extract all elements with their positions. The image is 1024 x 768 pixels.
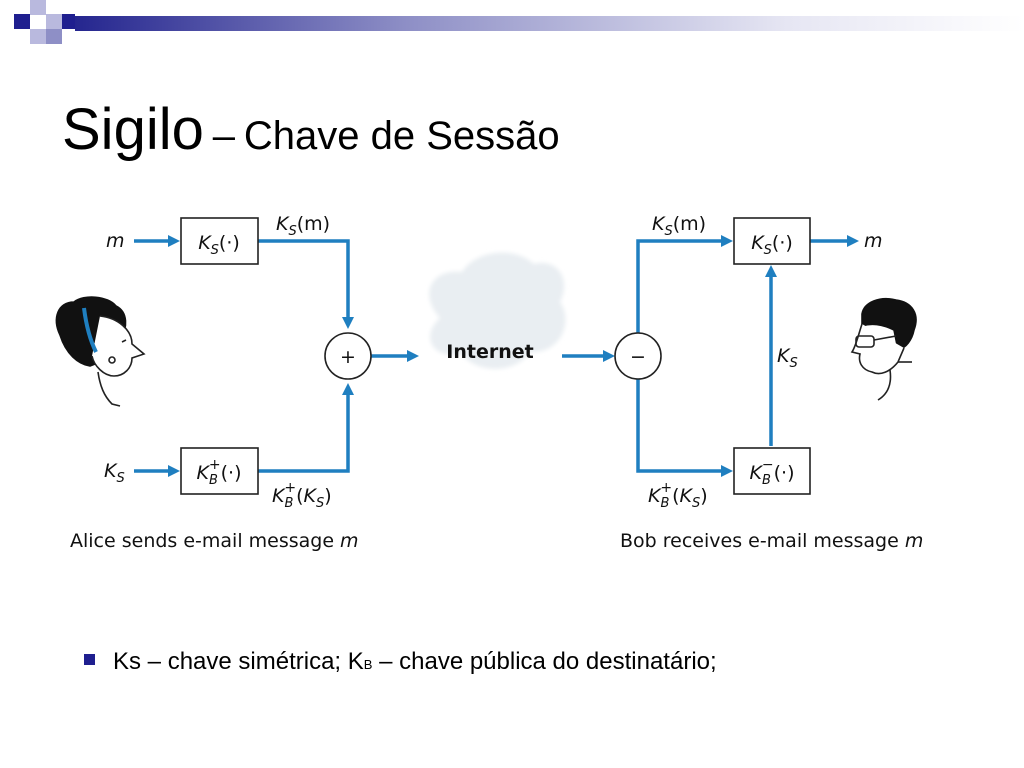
flow-minus-to-decrypt-ks [636, 239, 722, 333]
label-ks-bob: KS [777, 345, 798, 371]
label-kbks-alice: KB+(KS) [272, 480, 332, 511]
box-ks-decrypt [733, 217, 811, 265]
title-main: Sigilo [62, 97, 204, 162]
label-ks-fn-alice: KS(·) [198, 232, 240, 258]
bob-glasses-arm [873, 335, 897, 341]
bullet-subscript-b: B [363, 657, 373, 672]
alice-eye [121, 339, 127, 343]
alice-earring [108, 356, 116, 364]
label-m-output: m [864, 230, 883, 252]
flow-minus-to-decrypt-kb [636, 379, 722, 473]
alice-headband [82, 307, 98, 353]
arrowhead [721, 235, 733, 247]
label-ks-fn-bob: KS(·) [751, 232, 793, 258]
flow-kbks-to-plus [258, 394, 350, 473]
label-kb-minus-fn: KB−(·) [750, 457, 795, 488]
flow-ksm-to-plus [258, 239, 350, 318]
arrowhead [765, 265, 777, 277]
title-separator: – [212, 114, 235, 158]
internet-cloud: Internet [429, 252, 566, 369]
arrowhead [847, 235, 859, 247]
bob-figure [850, 298, 917, 401]
box-kb-private-decrypt [733, 447, 811, 495]
bullet-text-part2: – chave pública do destinatário; [372, 648, 717, 675]
banner-square-light-3 [30, 29, 46, 44]
title-subtitle: Chave de Sessão [243, 114, 560, 158]
arrowhead [407, 350, 419, 362]
label-ksm-alice: KS(m) [276, 213, 330, 239]
minus-operator: − [614, 332, 662, 380]
banner-square-light-2 [46, 14, 62, 29]
alice-face [91, 315, 146, 377]
bullet-text-part1: Ks – chave simétrica; K [113, 648, 364, 675]
banner-square-dark-2 [62, 14, 75, 29]
label-ksm-bob: KS(m) [652, 213, 706, 239]
banner-square-mid [46, 29, 62, 44]
label-kbks-bob: KB+(KS) [648, 480, 708, 511]
banner-square-light-1 [30, 0, 46, 15]
bob-glasses [855, 335, 875, 348]
bullet-item: Ks – chave simétrica; KB – chave pública… [84, 648, 717, 676]
banner-gradient-band [75, 16, 1024, 31]
header-banner [14, 0, 1024, 44]
minus-circle [614, 332, 662, 380]
alice-figure [55, 296, 146, 407]
arrowhead [168, 465, 180, 477]
bob-hair [861, 298, 917, 351]
arrowhead [168, 235, 180, 247]
banner-square-dark [14, 14, 30, 29]
label-kb-plus-fn: KB+(·) [197, 457, 242, 488]
slide-title: Sigilo – Chave de Sessão [62, 96, 560, 163]
box-ks-encrypt [180, 217, 259, 265]
label-ks-input: KS [104, 460, 125, 486]
arrowhead [342, 383, 354, 395]
plus-symbol: + [340, 346, 356, 368]
label-m-input: m [106, 230, 125, 252]
bullet-marker [84, 654, 95, 666]
bob-neck [877, 369, 892, 401]
bob-flow-lines [562, 235, 859, 477]
plus-operator: + [324, 332, 372, 380]
arrowhead [342, 317, 354, 329]
internet-label: Internet [446, 341, 533, 363]
arrowhead [721, 465, 733, 477]
plus-circle [324, 332, 372, 380]
session-key-diagram: Internet KS(·) KB+(·) KS(·) [55, 213, 923, 552]
arrowhead [603, 350, 615, 362]
alice-neck [97, 371, 121, 407]
minus-symbol: − [630, 346, 646, 368]
cloud-shape [429, 252, 566, 369]
alice-flow-lines [134, 235, 419, 477]
box-kb-public-encrypt [180, 447, 259, 495]
